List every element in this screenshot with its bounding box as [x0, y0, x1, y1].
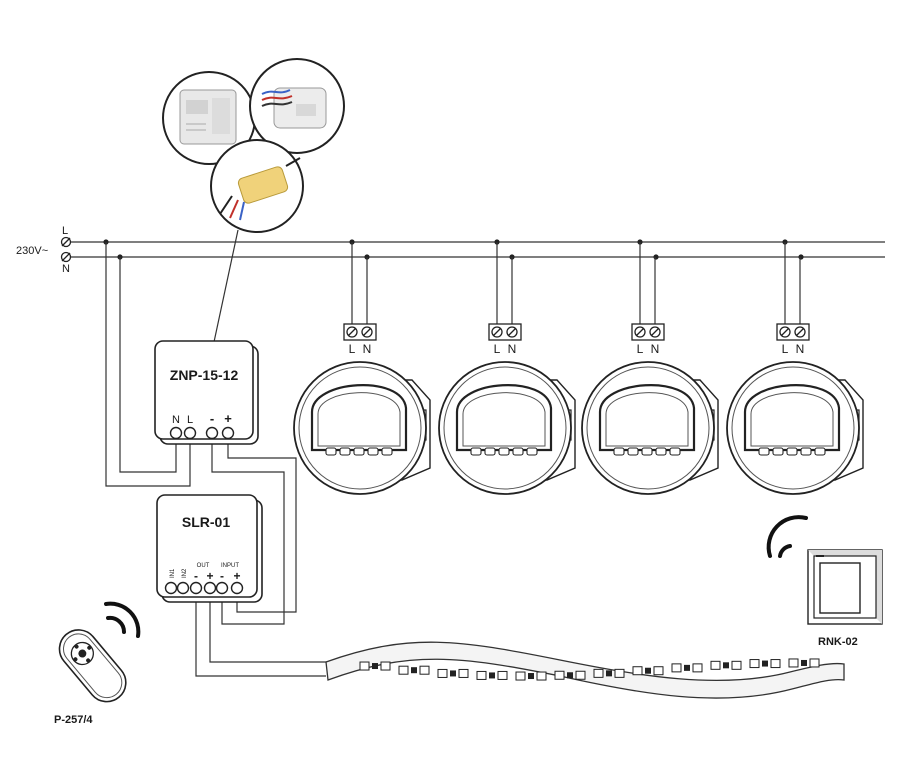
led-chip — [749, 659, 781, 669]
light-terminal-n-label: N — [363, 342, 372, 356]
light-terminal-l-label: L — [637, 342, 644, 356]
light-terminal-n-label: N — [508, 342, 517, 356]
led-chip — [788, 658, 820, 668]
led-chips — [359, 658, 820, 681]
led-chip — [476, 670, 508, 680]
psu-terminal-minus-label: - — [210, 411, 214, 426]
din-rail-psu-photo — [179, 89, 237, 145]
line-label: L — [62, 225, 68, 237]
led-chip — [632, 666, 664, 676]
controller-input-plus-label: + — [233, 569, 240, 583]
controller-out-label: OUT — [197, 563, 210, 569]
led-chip — [671, 663, 703, 673]
psu-wiring — [105, 242, 330, 677]
controller-module: SLR-01 IN1 IN2 OUT INPUT - + - + — [156, 494, 263, 603]
product-photos — [162, 58, 345, 343]
supply-bus: L 230V~ N — [16, 225, 885, 275]
psu-terminal-minus — [205, 426, 219, 440]
switch-signal-icon — [766, 515, 808, 558]
wall-switch-name: RNK-02 — [818, 636, 858, 648]
psu-terminal-n-label: N — [172, 414, 180, 426]
controller-input-minus-label: - — [220, 569, 224, 583]
psu-terminal-plus-label: + — [224, 411, 232, 426]
flush-box-psu-photo — [261, 87, 327, 129]
led-chip — [437, 668, 469, 678]
controller-input-label: INPUT — [221, 563, 239, 569]
led-chip — [398, 665, 430, 675]
remote-name: P-257/4 — [54, 714, 93, 726]
led-strip — [325, 641, 845, 699]
light-terminal-l-label: L — [494, 342, 501, 356]
controller-in1-label: IN1 — [170, 568, 176, 578]
light-terminal-n-label: N — [651, 342, 660, 356]
psu-module: ZNP-15-12 N L - + — [154, 340, 259, 445]
controller-out-minus-label: - — [194, 569, 198, 583]
light-terminal-l-label: L — [782, 342, 789, 356]
controller-name: SLR-01 — [182, 514, 230, 530]
led-chip — [515, 671, 547, 681]
controller-out-plus-label: + — [206, 569, 213, 583]
led-chip — [359, 661, 391, 671]
voltage-label: 230V~ — [16, 245, 48, 257]
neutral-label: N — [62, 263, 70, 275]
psu-terminal-plus — [221, 426, 235, 440]
remote-signal-icon — [104, 601, 141, 638]
led-chip — [710, 660, 742, 670]
psu-name: ZNP-15-12 — [170, 367, 239, 383]
led-chip — [593, 668, 625, 678]
remote-control: P-257/4 — [54, 601, 141, 726]
psu-terminal-n — [169, 426, 183, 440]
controller-in2-label: IN2 — [182, 568, 188, 578]
led-chip — [554, 670, 586, 680]
wall-switch: RNK-02 — [766, 515, 883, 648]
psu-terminal-l-label: L — [187, 414, 193, 426]
line-terminal-icon — [60, 236, 72, 248]
neutral-terminal-icon — [60, 251, 72, 263]
light-terminal-n-label: N — [796, 342, 805, 356]
cable-psu-photo — [219, 157, 301, 221]
light-terminal-l-label: L — [349, 342, 356, 356]
psu-terminal-l — [183, 426, 197, 440]
